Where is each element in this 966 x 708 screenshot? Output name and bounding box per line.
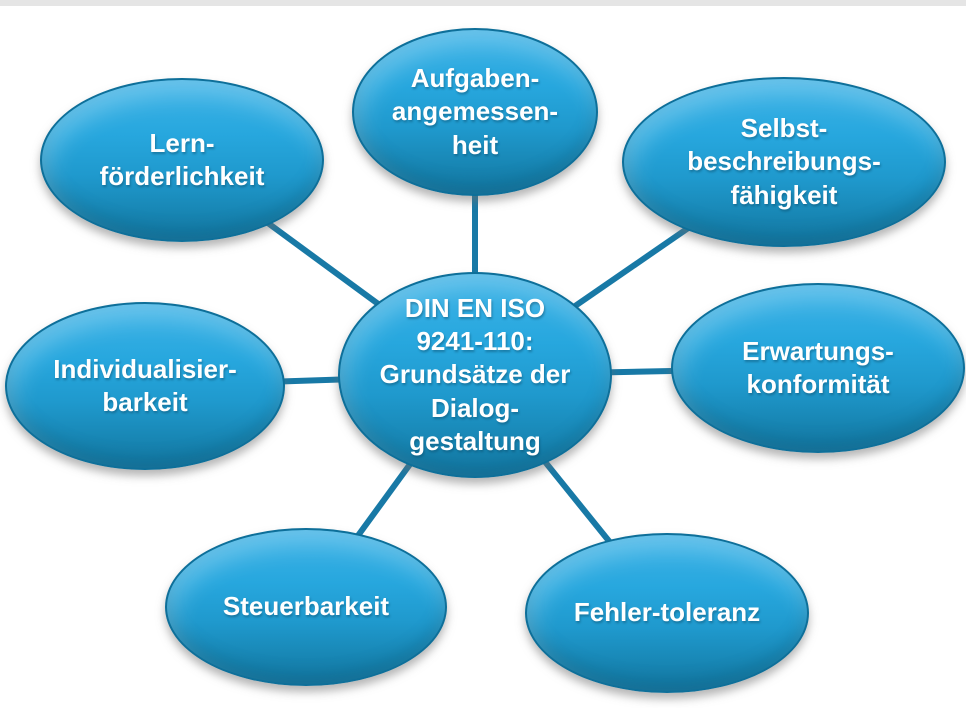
node-fehlertoleranz: Fehler-toleranz bbox=[525, 533, 809, 693]
node-lernfoerderlichkeit: Lern-förderlichkeit bbox=[40, 78, 324, 242]
node-individualisierbarkeit: Individualisier-barkeit bbox=[5, 302, 285, 470]
node-label: Selbst-beschreibungs-fähigkeit bbox=[677, 112, 891, 211]
node-label-line: Aufgaben- bbox=[410, 63, 540, 94]
node-steuerbarkeit: Steuerbarkeit bbox=[165, 528, 447, 686]
node-label: Lern-förderlichkeit bbox=[90, 127, 275, 193]
node-label-line: angemessen- bbox=[391, 96, 559, 127]
node-label-line: Fehler-toleranz bbox=[573, 597, 761, 628]
node-label-line: Dialog- bbox=[430, 392, 520, 423]
node-label-line: DIN EN ISO bbox=[404, 293, 546, 324]
node-label-line: konformität bbox=[746, 369, 890, 399]
node-label-line: beschreibungs- bbox=[687, 146, 881, 177]
node-label-line: förderlichkeit bbox=[99, 161, 265, 191]
top-strip bbox=[0, 0, 966, 6]
node-erwartungskonformitaet: Erwartungs-konformität bbox=[671, 283, 965, 453]
node-label: Aufgaben-angemessen-heit bbox=[382, 62, 568, 161]
node-label-line: Steuerbarkeit bbox=[222, 591, 390, 622]
node-label-line: 9241-110: bbox=[416, 326, 534, 357]
node-label: Fehler-toleranz bbox=[564, 596, 770, 629]
node-label-line: Individualisier- bbox=[53, 353, 237, 384]
node-label-line: Selbst- bbox=[740, 113, 828, 144]
node-label-line: Lern- bbox=[149, 127, 215, 158]
node-label: Steuerbarkeit bbox=[213, 590, 399, 623]
node-label-line: Erwartungs- bbox=[742, 335, 894, 366]
node-label-line: Grundsätze der bbox=[379, 359, 571, 390]
node-aufgabenangemessenheit: Aufgaben-angemessen-heit bbox=[352, 28, 598, 196]
node-selbstbeschreibungsfaehigkeit: Selbst-beschreibungs-fähigkeit bbox=[622, 77, 946, 247]
node-label-line: barkeit bbox=[102, 387, 188, 417]
node-label-line: gestaltung bbox=[409, 425, 541, 456]
node-label-line: heit bbox=[451, 129, 499, 160]
node-label: Erwartungs-konformität bbox=[732, 335, 904, 401]
node-label-line: fähigkeit bbox=[730, 179, 838, 210]
node-label: Individualisier-barkeit bbox=[43, 353, 247, 419]
